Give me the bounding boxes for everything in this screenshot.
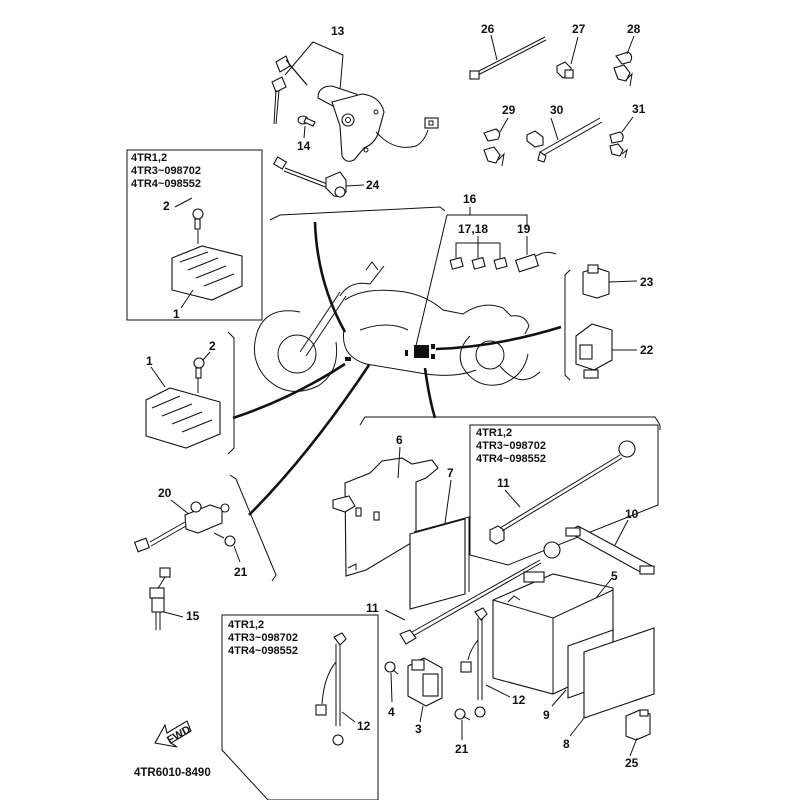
callout-28: 28 [627,22,641,36]
connector-17[interactable] [449,256,464,270]
leader-line [248,364,371,516]
callout-1: 1 [173,307,180,321]
battery-box-6[interactable] [332,457,439,577]
callout-13: 13 [331,24,345,38]
bolt-14[interactable] [297,115,316,127]
clamp-27[interactable] [556,61,574,79]
neutral-switch-15[interactable] [149,567,171,630]
callout-23: 23 [640,275,654,289]
motorcycle-outline [253,261,541,392]
clamp-30[interactable] [526,117,603,163]
connector-19[interactable] [514,251,557,273]
lead-12a[interactable] [315,632,347,746]
rectifier-regulator-1a[interactable] [171,208,243,301]
variant-line: 4TR4~098552 [131,178,201,190]
battery-lead-11b[interactable] [399,541,561,645]
rubber-sheet-7[interactable] [409,516,470,610]
part-24[interactable] [272,156,347,198]
callout-21: 21 [455,742,469,756]
callout-14: 14 [297,139,311,153]
variant-line: 4TR3~098702 [476,440,546,452]
callout-2: 2 [163,199,170,213]
rectifier-regulator-1b[interactable] [145,357,221,449]
leader-line [232,362,346,420]
relay-23[interactable] [582,264,610,299]
variant-line: 4TR1,2 [131,152,167,164]
callout-30: 30 [550,103,564,117]
battery-band-10[interactable] [565,525,655,575]
callout-24: 24 [366,178,380,192]
callout-26: 26 [481,22,495,36]
callout-16: 16 [463,192,477,206]
callout-12: 12 [357,719,371,733]
variant-line: 4TR4~098552 [228,645,298,657]
screw-21a[interactable] [213,532,236,547]
variant-line: 4TR1,2 [228,619,264,631]
callout-4: 4 [388,705,395,719]
cable-tie-26[interactable] [469,36,547,80]
callout-29: 29 [502,103,516,117]
clamp-29[interactable] [483,128,505,167]
callout-12: 12 [512,693,526,707]
forward-direction-arrow: FWD [154,720,193,748]
clamp-31[interactable] [609,131,628,159]
callout-22: 22 [640,343,654,357]
connector-18[interactable] [471,256,486,270]
battery-lead-12b[interactable] [460,607,488,718]
variant-line: 4TR3~098702 [228,632,298,644]
starter-switch-20[interactable] [133,501,230,553]
variant-box-upper-left [126,149,263,321]
callout-19: 19 [517,222,531,236]
callout-3: 3 [415,722,422,736]
bolt-4[interactable] [384,661,399,675]
leader-line [313,221,347,333]
screw-21b[interactable] [454,708,471,721]
leader-line [435,325,562,351]
callout-11: 11 [497,476,510,490]
connector-18b[interactable] [493,256,508,270]
starter-relay-3[interactable] [407,657,443,707]
callout-2: 2 [209,339,216,353]
callout-31: 31 [632,102,646,116]
callout-27: 27 [572,22,586,36]
callout-21: 21 [234,565,248,579]
callout-5: 5 [611,569,618,583]
variant-line: 4TR3~098702 [131,165,201,177]
variant-box-lower [221,614,379,800]
callout-20: 20 [158,486,172,500]
variant-line: 4TR1,2 [476,427,512,439]
callout-10: 10 [625,507,639,521]
callout-9: 9 [543,708,550,722]
callout-11: 11 [366,601,379,615]
main-switch-assembly[interactable] [271,41,439,162]
variant-line: 4TR4~098552 [476,453,546,465]
relay-22[interactable] [575,323,613,379]
fwd-label: FWD [165,724,193,747]
clamp-28[interactable] [613,51,633,87]
battery-lead-11a[interactable] [489,440,636,545]
callout-17-18: 17,18 [458,222,488,236]
drawing-number: 4TR6010-8490 [134,767,211,779]
callout-25: 25 [625,756,639,770]
callout-8: 8 [563,737,570,751]
callout-1: 1 [146,354,153,368]
callout-6: 6 [396,433,403,447]
callout-7: 7 [447,466,454,480]
part-25[interactable] [625,709,651,741]
leader-line [423,367,437,419]
pad-8[interactable] [583,627,655,719]
callout-15: 15 [186,609,200,623]
